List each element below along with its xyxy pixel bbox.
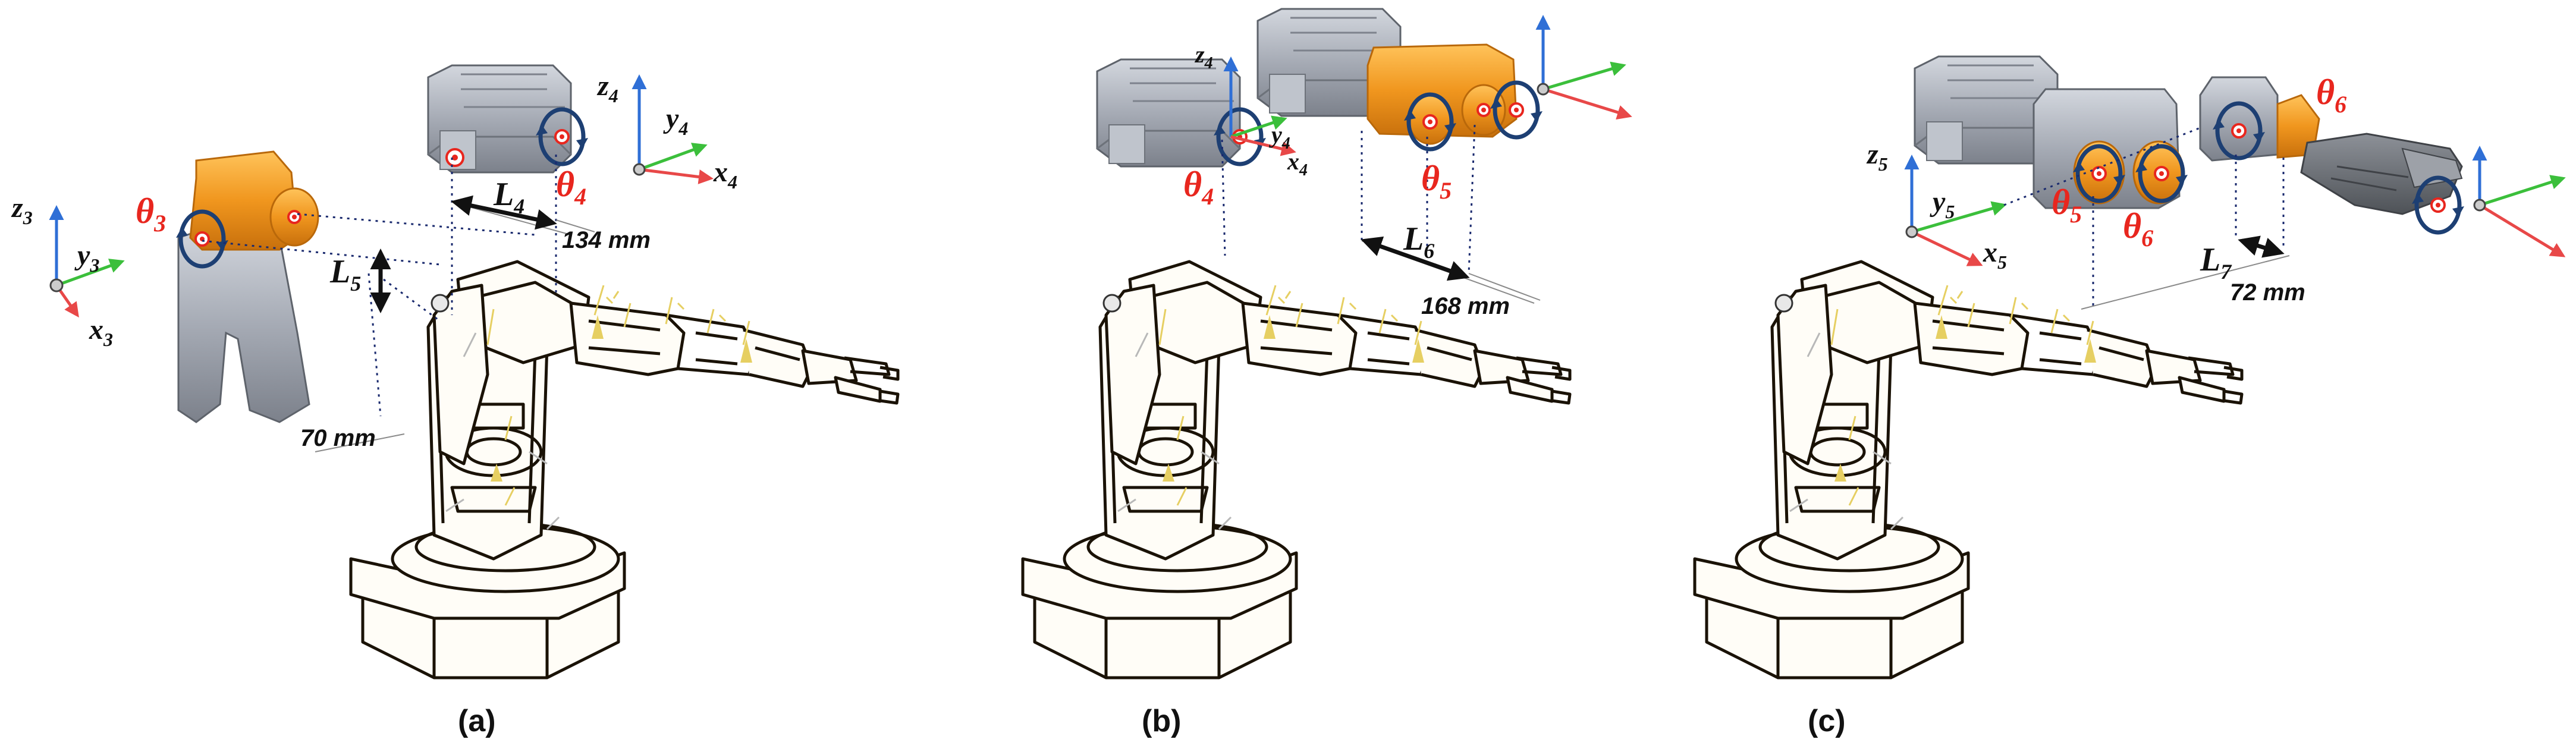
label-b-x4: x4 [1287,148,1308,180]
label-b-y4: y4 [1269,121,1290,153]
label-c-z5: z5 [1866,139,1888,175]
label-y4: y4 [663,103,688,139]
label-c-theta6-a: θ6 [2123,206,2153,251]
joint4-motor [427,64,588,174]
dim-70mm: 70 mm [300,425,376,451]
label-x3: x3 [89,314,113,350]
label-b-z4: z4 [1194,41,1213,73]
label-L7: L7 [2200,241,2232,284]
b-joint5-assembly [1256,8,1543,149]
b-frame-5 [1535,15,1632,120]
label-c-x5: x5 [1983,237,2007,273]
b-joint4-motor [1096,58,1266,168]
label-L4: L4 [493,176,524,218]
c-gripper-assembly [2199,76,2464,232]
label-c-theta6-b: θ6 [2316,73,2346,118]
frame-3 [49,205,125,318]
label-theta3: θ3 [136,191,166,237]
dim-72mm: 72 mm [2230,279,2305,306]
label-b-theta4: θ4 [1183,165,1214,210]
frame-4 [632,74,714,184]
label-y3: y3 [74,240,99,276]
c-frame-5 [1904,155,2007,266]
dim-168mm: 168 mm [1421,293,1510,319]
caption-c: (c) [1808,704,1846,738]
dim-134mm: 134 mm [562,227,651,253]
label-theta4-a: θ4 [556,165,586,210]
c-frame-6 [2472,146,2566,257]
label-L5: L5 [329,253,361,295]
label-b-theta5: θ5 [1421,159,1452,204]
label-z3: z3 [11,192,33,228]
label-x4: x4 [713,156,737,193]
caption-a: (a) [458,704,496,738]
b-frame-4 [1223,56,1296,156]
label-c-y5: y5 [1930,186,1955,222]
joint3-part [176,150,319,423]
label-c-theta5: θ5 [2052,183,2082,228]
label-L6: L6 [1403,221,1434,263]
caption-b: (b) [1142,704,1181,738]
label-z4: z4 [596,70,618,106]
